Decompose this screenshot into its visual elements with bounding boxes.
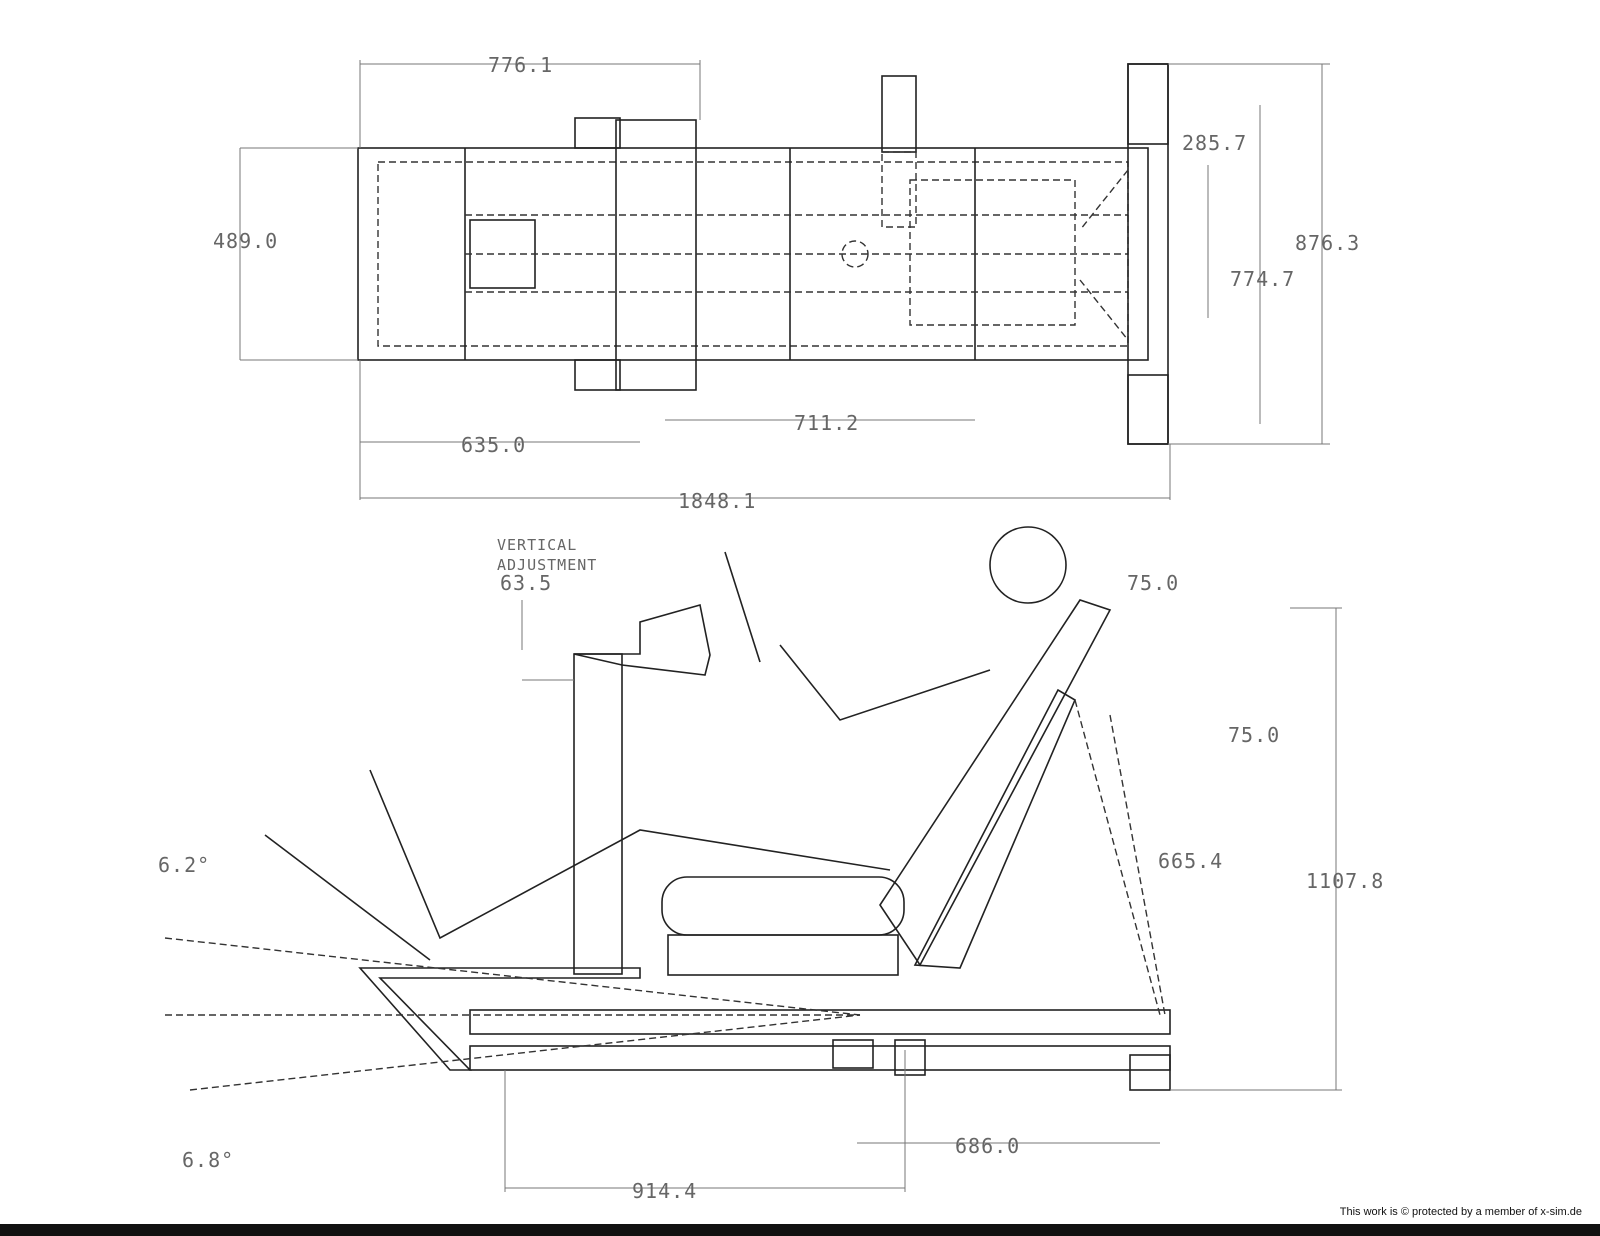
dim-75-bottom: 75.0 [1228, 723, 1280, 747]
footer-bar [0, 1224, 1600, 1236]
dim-635: 635.0 [461, 433, 526, 457]
dim-776: 776.1 [488, 53, 553, 77]
dim-711: 711.2 [794, 411, 859, 435]
dim-285: 285.7 [1182, 131, 1247, 155]
dim-75-top: 75.0 [1127, 571, 1179, 595]
dim-1848: 1848.1 [678, 489, 756, 513]
dim-63: 63.5 [500, 571, 552, 595]
dim-774: 774.7 [1230, 267, 1295, 291]
angle-6-2: 6.2° [158, 853, 210, 877]
copyright-footer: This work is © protected by a member of … [1339, 1206, 1582, 1218]
angle-6-8: 6.8° [182, 1148, 234, 1172]
side-view: VERTICAL ADJUSTMENT 63.5 75.0 75.0 665.4… [158, 526, 1384, 1203]
dim-665: 665.4 [1158, 849, 1223, 873]
dim-876: 876.3 [1295, 231, 1360, 255]
dim-686: 686.0 [955, 1134, 1020, 1158]
vertical-adjustment-label-1: VERTICAL [497, 536, 577, 554]
vertical-adjustment-label-2: ADJUSTMENT [497, 556, 597, 574]
dim-914: 914.4 [632, 1179, 697, 1203]
dim-1107: 1107.8 [1306, 869, 1384, 893]
dim-489: 489.0 [213, 229, 278, 253]
top-view: 776.1 489.0 285.7 876.3 774.7 711.2 635.… [213, 53, 1360, 513]
